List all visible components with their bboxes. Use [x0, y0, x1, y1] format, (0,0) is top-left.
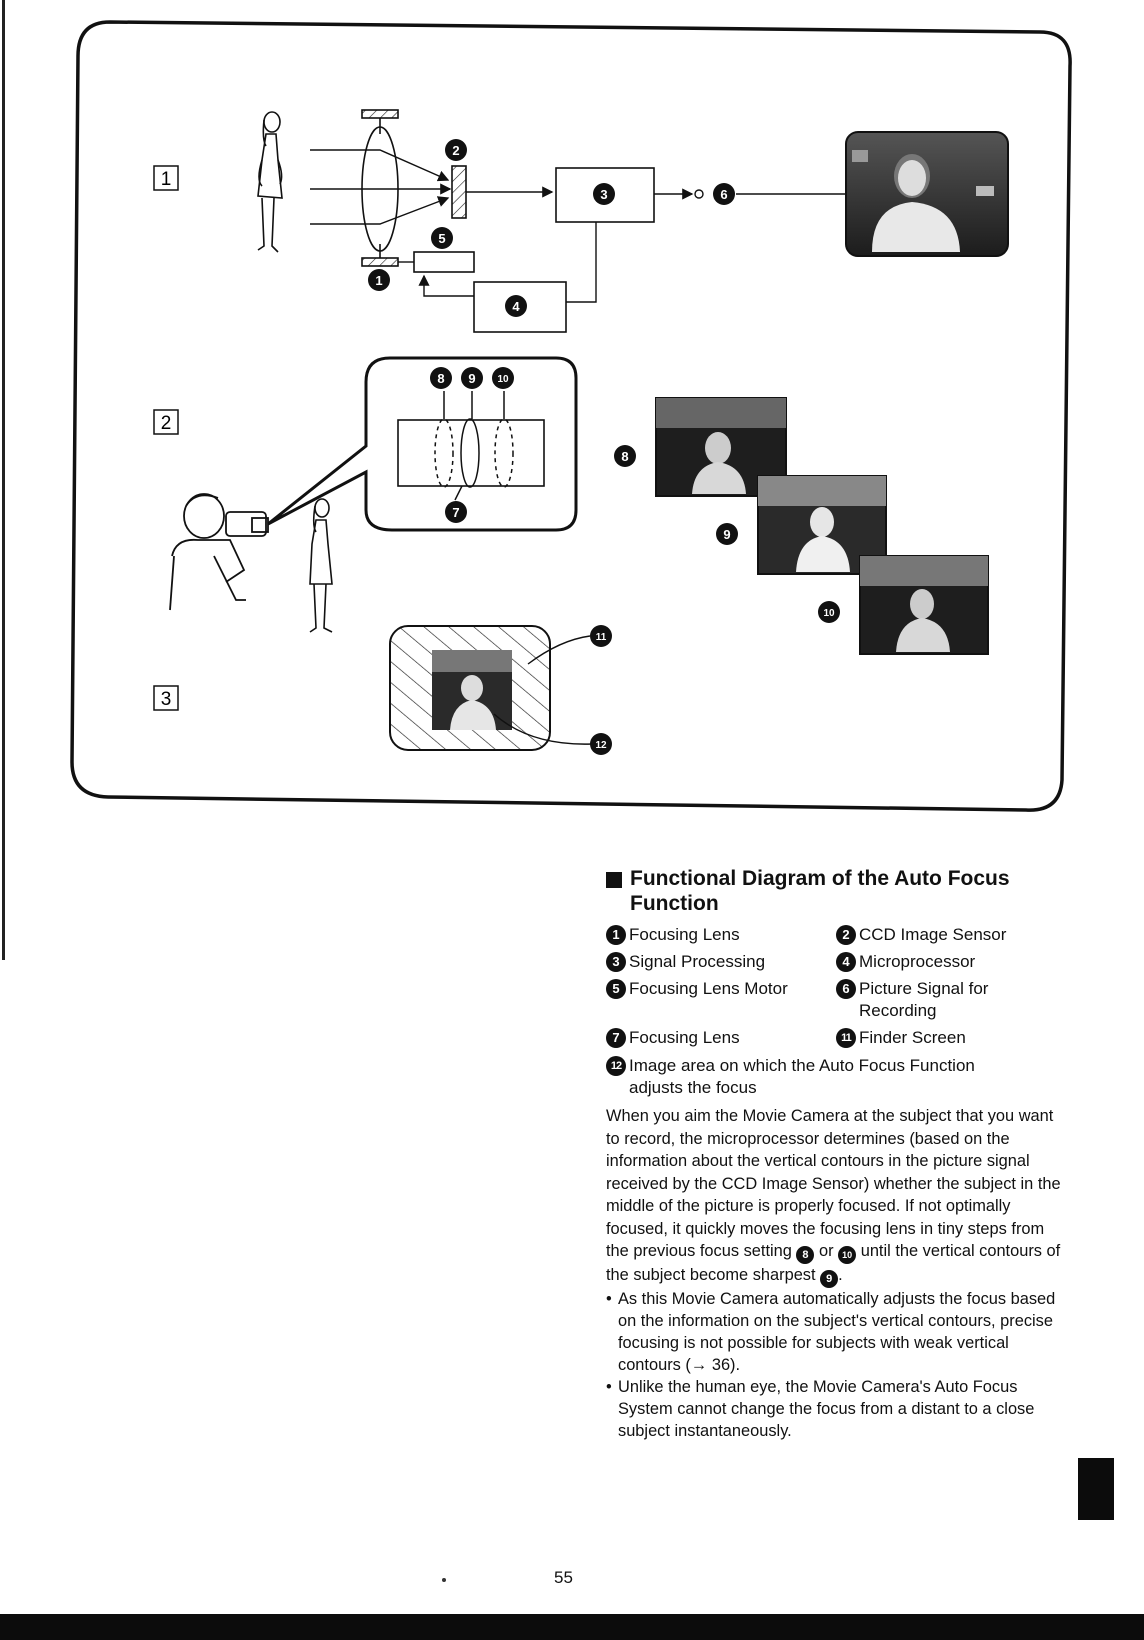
svg-text:8: 8 — [437, 371, 444, 386]
marker-9-photo: 9 — [716, 523, 738, 545]
svg-text:5: 5 — [438, 231, 445, 246]
focusing-lens-motor-box — [413, 251, 475, 273]
marker-12: 12 — [590, 733, 612, 755]
svg-text:3: 3 — [161, 689, 172, 710]
bullet-dot-icon: • — [606, 1290, 612, 1308]
light-rays — [310, 149, 452, 225]
marker-9-top: 9 — [461, 367, 483, 389]
svg-text:1: 1 — [161, 169, 172, 190]
svg-text:1: 1 — [375, 273, 382, 288]
marker-8-top: 8 — [430, 367, 452, 389]
marker-3: 3 — [593, 183, 615, 205]
marker-10-top: 10 — [492, 367, 514, 389]
svg-text:2: 2 — [452, 143, 459, 158]
focusing-lens-1 — [361, 109, 399, 267]
svg-text:8: 8 — [621, 449, 628, 464]
square-bullet-icon — [606, 872, 622, 888]
legend-item-wide: 12 Image area on which the Auto Focus Fu… — [606, 1055, 1066, 1099]
svg-text:9: 9 — [468, 371, 475, 386]
svg-text:10: 10 — [497, 374, 509, 385]
svg-text:6: 6 — [720, 187, 727, 202]
section-heading: Functional Diagram of the Auto Focus Fun… — [606, 866, 1066, 916]
standing-woman-figure — [257, 111, 283, 253]
marker-5: 5 — [431, 227, 453, 249]
page-number: 55 — [554, 1568, 573, 1587]
svg-text:12: 12 — [595, 740, 607, 751]
page-edge-rule — [2, 0, 5, 960]
leader-12 — [493, 713, 593, 745]
svg-text:4: 4 — [512, 299, 520, 314]
marker-6: 6 — [713, 183, 735, 205]
auto-focus-explanation: Functional Diagram of the Auto Focus Fun… — [606, 866, 1066, 1442]
section-title: Functional Diagram of the Auto Focus Fun… — [630, 867, 1010, 915]
recorded-picture-screen — [845, 131, 1009, 257]
marker-2: 2 — [445, 139, 467, 161]
marker-7: 7 — [445, 501, 467, 523]
stray-dot — [442, 1578, 446, 1582]
inline-marker-10: 10 — [838, 1246, 857, 1264]
svg-text:3: 3 — [600, 187, 607, 202]
leader-11 — [527, 635, 591, 665]
svg-text:10: 10 — [823, 608, 835, 619]
camera-operator-figure — [169, 493, 269, 611]
bullet-item: • As this Movie Camera automatically adj… — [606, 1290, 1056, 1374]
marker-1: 1 — [368, 269, 390, 291]
svg-text:9: 9 — [723, 527, 730, 542]
ccd-image-sensor — [451, 165, 467, 219]
finder-screen-illustration — [389, 625, 551, 751]
photo-focus-far — [859, 555, 989, 655]
marker-8-photo: 8 — [614, 445, 636, 467]
section-label-2: 2 — [153, 409, 179, 435]
lens-zoom-callout — [267, 356, 578, 532]
marker-11: 11 — [590, 625, 612, 647]
marker-4: 4 — [505, 295, 527, 317]
page-bottom-bar — [0, 1614, 1144, 1640]
marker-10-photo: 10 — [818, 601, 840, 623]
diagram-frame — [70, 20, 1072, 812]
bullet-dot-icon: • — [606, 1378, 612, 1396]
section-label-3: 3 — [153, 685, 179, 711]
svg-text:11: 11 — [596, 632, 607, 643]
inline-marker-8: 8 — [796, 1246, 815, 1264]
chapter-tab-marker — [1078, 1458, 1114, 1520]
auto-focus-diagram: 1 2 3 — [70, 20, 1072, 812]
body-paragraph: When you aim the Movie Camera at the sub… — [606, 1105, 1066, 1288]
inline-marker-9: 9 — [820, 1270, 839, 1288]
svg-text:2: 2 — [161, 413, 172, 434]
bullet-item: • Unlike the human eye, the Movie Camera… — [606, 1378, 1035, 1440]
section-label-1: 1 — [153, 165, 179, 191]
subject-woman-figure — [309, 498, 333, 633]
svg-text:7: 7 — [452, 505, 459, 520]
lens-barrel — [397, 419, 545, 487]
